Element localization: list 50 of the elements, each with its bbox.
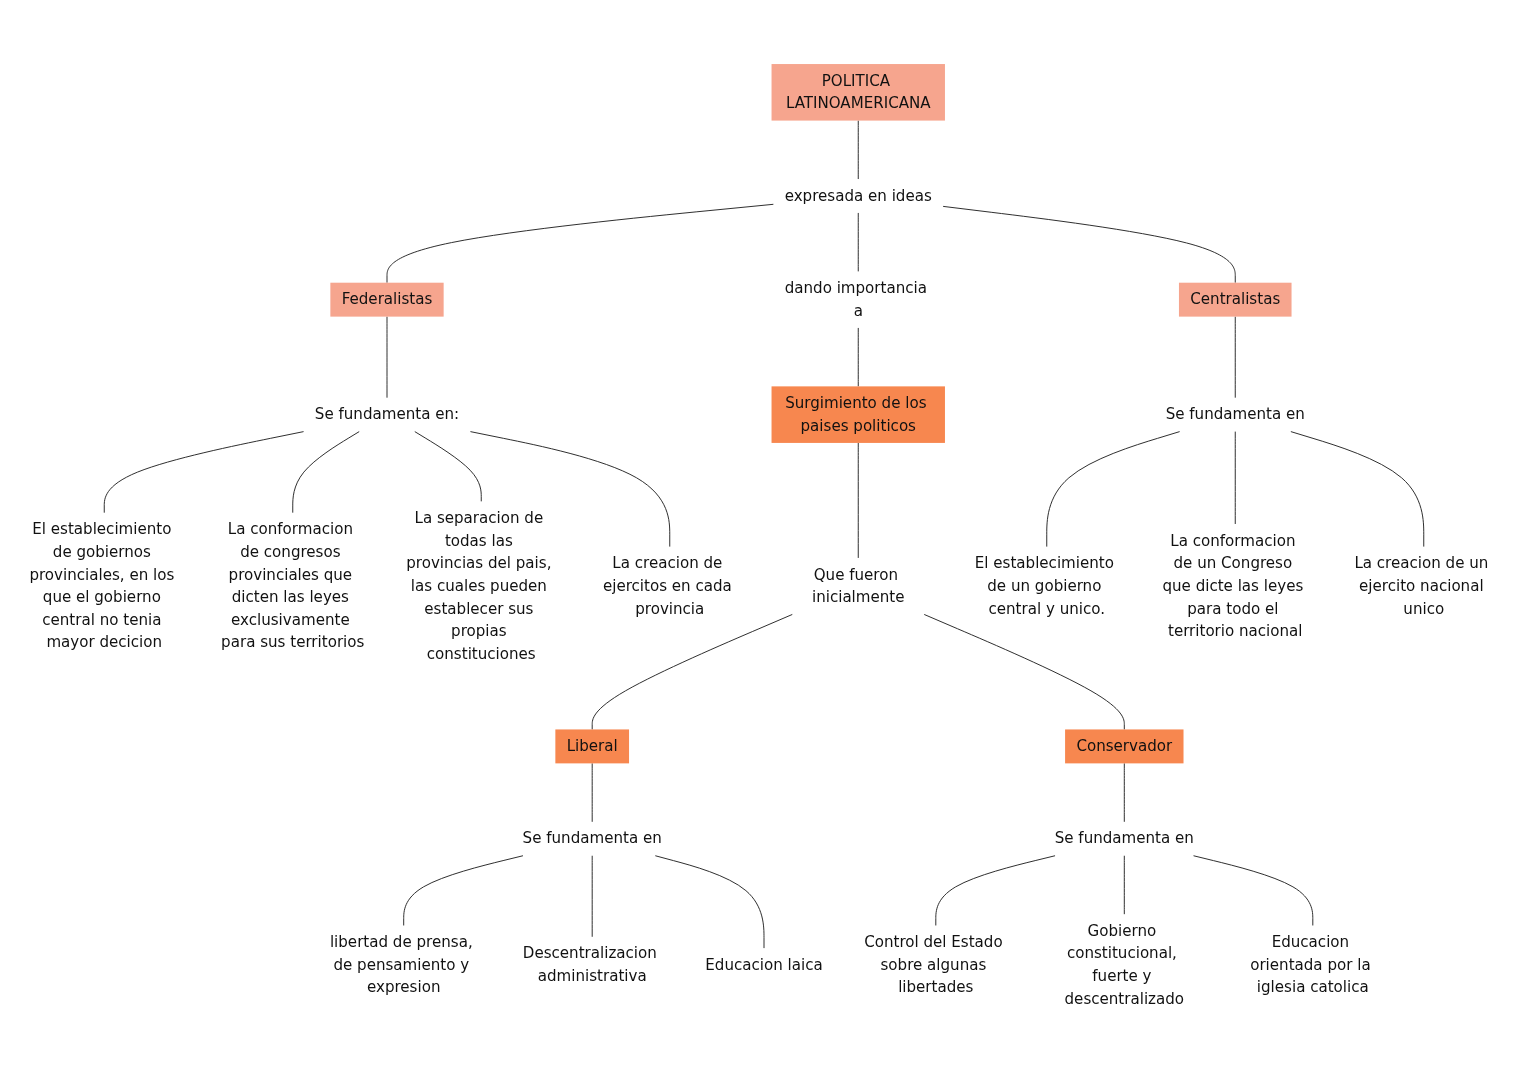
connector bbox=[942, 205, 1236, 284]
node-box: Conservador bbox=[1065, 729, 1184, 764]
node-text: Se fundamenta en bbox=[1165, 405, 1305, 424]
connector bbox=[857, 327, 859, 387]
node-text: Descentralizacion administrativa bbox=[522, 944, 657, 985]
node-text: La conformacion de un Congreso que dicte las leyes para todo el territorio nacional bbox=[1162, 531, 1304, 640]
node-text: libertad de prensa, de pensamiento y expresion bbox=[329, 933, 473, 997]
node-text: Control del Estado sobre algunas libertades bbox=[864, 933, 1003, 997]
node-text: Educacion laica bbox=[705, 955, 823, 974]
node-text: El establecimiento de gobiernos provinciales, en los que el gobierno central no tenia mayor decicion bbox=[29, 520, 175, 652]
connector bbox=[923, 614, 1125, 730]
connector bbox=[103, 431, 305, 514]
connector bbox=[1123, 762, 1125, 823]
node-text: La conformacion de congresos provinciales que dicten las leyes exclusivamente para sus territorios bbox=[221, 520, 365, 652]
connector bbox=[935, 855, 1056, 926]
node-text: La creacion de ejercitos en cada provincia bbox=[602, 554, 732, 618]
connector bbox=[591, 762, 593, 823]
node-text: Se fundamenta en: bbox=[314, 405, 460, 424]
connector bbox=[386, 203, 774, 284]
node-text: Educacion orientada por la iglesia catolica bbox=[1250, 933, 1371, 997]
node-text: La creacion de un ejercito nacional unico bbox=[1354, 554, 1489, 618]
connector bbox=[857, 120, 859, 180]
connector bbox=[1234, 316, 1236, 399]
connector bbox=[1123, 855, 1125, 915]
node-text: La separacion de todas las provincias del pais, las cuales pueden establecer sus propias constituciones bbox=[406, 508, 552, 663]
node-text: Se fundamenta en bbox=[1054, 829, 1194, 848]
connector bbox=[857, 212, 859, 272]
node-box: Liberal bbox=[555, 729, 630, 764]
node-text: expresada en ideas bbox=[784, 186, 932, 205]
node-text: El establecimiento de un gobierno central y unico. bbox=[974, 554, 1114, 618]
connector bbox=[292, 431, 360, 514]
node-text: dando importancia a bbox=[784, 278, 927, 320]
connector bbox=[1046, 431, 1181, 548]
connector bbox=[414, 431, 482, 502]
connector bbox=[403, 855, 524, 926]
connector bbox=[591, 855, 593, 938]
connector bbox=[1234, 431, 1236, 525]
node-box: Surgimiento de los paises politicos bbox=[771, 386, 945, 443]
connector bbox=[857, 442, 859, 559]
connector bbox=[654, 855, 765, 949]
node-box: POLITICA LATINOAMERICANA bbox=[771, 64, 945, 121]
connector bbox=[591, 614, 793, 730]
node-text: Que fueron inicialmente bbox=[811, 565, 905, 606]
node-text: Gobierno constitucional, fuerte y descentralizado bbox=[1064, 921, 1185, 1008]
connector bbox=[1290, 431, 1425, 548]
node-box: Centralistas bbox=[1178, 282, 1292, 317]
node-box: Federalistas bbox=[330, 282, 444, 317]
connector bbox=[1193, 855, 1314, 926]
connector bbox=[469, 431, 671, 548]
node-text: Se fundamenta en bbox=[522, 829, 662, 848]
